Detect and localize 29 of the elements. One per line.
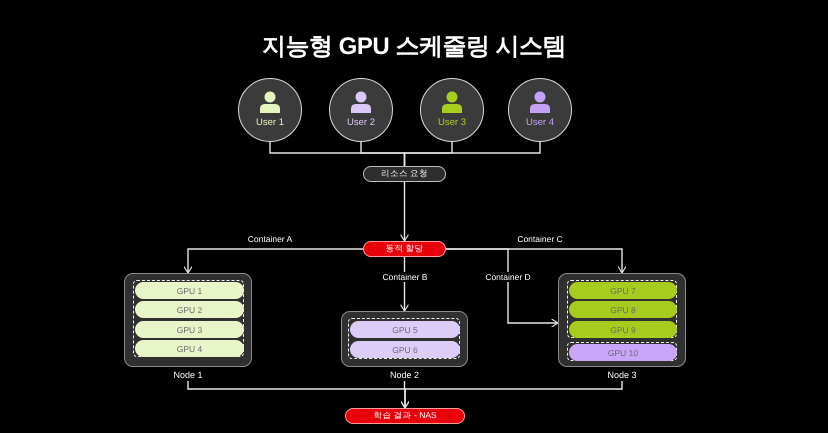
arrow [400,381,623,409]
gpu-pill: GPU 9 [569,321,677,338]
gpu-pill: GPU 10 [569,344,677,361]
arrow [446,248,559,328]
dashed-group [133,280,244,357]
node-label: Node 2 [388,369,420,381]
node-label: Node 3 [606,369,638,381]
dashed-group [348,318,460,359]
step-pill: 학습 결과 - NAS [345,408,465,424]
arrow [400,182,410,242]
gpu-pill: GPU 4 [135,340,244,357]
step-pill: 동적 할당 [363,241,446,257]
connector [404,142,541,166]
gpu-pill: GPU 3 [135,321,244,338]
user-label: User 1 [255,116,285,128]
gpu-pill: GPU 1 [135,282,244,299]
user-label: User 4 [525,116,555,128]
title: 지능형 GPU 스케줄링 시스템 [260,32,567,62]
gpu-pill: GPU 6 [350,341,460,358]
gpu-pill: GPU 5 [350,321,460,338]
dashed-group [567,280,677,338]
user-label: User 2 [346,116,376,128]
node-label: Node 1 [172,369,204,381]
arrow [183,248,363,274]
gpu-pill: GPU 8 [569,301,677,318]
gpu-pill: GPU 7 [569,282,677,299]
request-pill: 리소스 요청 [363,166,446,182]
user-label: User 3 [437,116,467,128]
gpu-pill: GPU 2 [135,301,244,318]
